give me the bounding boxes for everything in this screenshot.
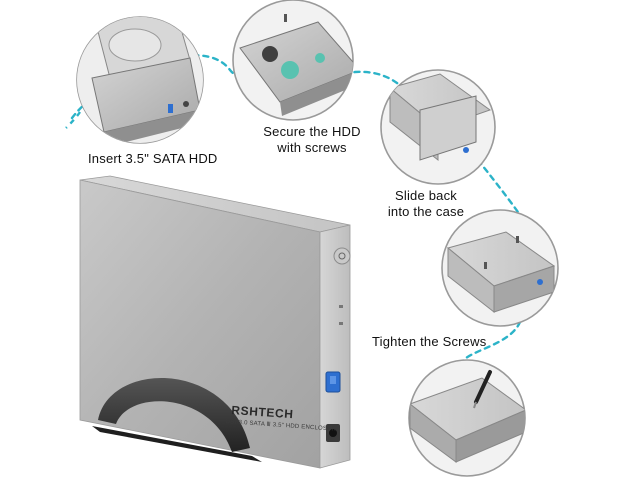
- step-3-image: [380, 69, 496, 185]
- step-4-image: [441, 209, 559, 327]
- step-4-label: Tighten the Screws: [372, 334, 487, 349]
- step-1-label: Insert 3.5" SATA HDD: [88, 151, 218, 166]
- step-2-label-line-1: Secure the HDD: [263, 124, 361, 139]
- step-3-label: Slide back into the case: [376, 188, 476, 220]
- step-2-label: Secure the HDD with screws: [262, 124, 362, 156]
- step-3-label-line-2: into the case: [387, 204, 465, 219]
- step-5-image: [408, 359, 526, 477]
- step-2-label-line-2: with screws: [277, 140, 347, 155]
- step-1-image: [76, 16, 204, 144]
- step-3-label-line-1: Slide back: [395, 188, 457, 203]
- connector-dashed-line-start: [65, 111, 81, 129]
- hdd-enclosure: [79, 175, 351, 469]
- step-2-image: [232, 0, 354, 121]
